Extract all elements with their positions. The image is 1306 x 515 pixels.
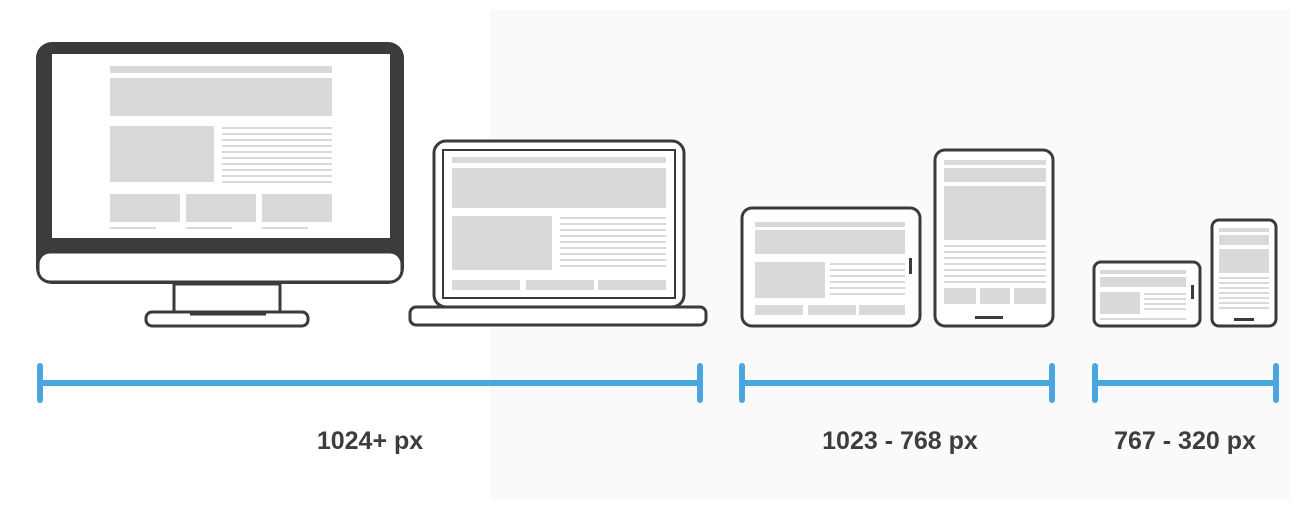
tablet-landscape-icon — [740, 206, 922, 328]
tablet-portrait-icon — [933, 148, 1055, 328]
monitor-neck — [172, 282, 282, 314]
laptop-text-lines — [560, 217, 666, 267]
monitor-page-mockup — [110, 66, 332, 222]
bracket-mobile — [1092, 363, 1279, 403]
monitor-base — [144, 310, 310, 328]
laptop-base — [408, 305, 708, 327]
phone-landscape-text-lines — [1100, 293, 1186, 320]
tablet-landscape-text-lines — [830, 263, 905, 295]
range-label-mobile: 767 - 320 px — [1114, 427, 1256, 455]
laptop-page-mockup — [452, 157, 666, 290]
phone-landscape-page-mockup — [1100, 270, 1186, 314]
tablet-landscape-page-mockup — [755, 222, 905, 315]
bracket-tablet — [739, 363, 1055, 403]
monitor-text-lines — [110, 127, 332, 229]
tablet-portrait-home-button — [975, 316, 1003, 319]
tablet-portrait-text-lines — [944, 245, 1046, 283]
bracket-desktop — [37, 363, 703, 403]
phone-landscape-home-button — [1191, 285, 1194, 299]
phone-landscape-icon — [1092, 260, 1202, 328]
tablet-portrait-page-mockup — [944, 160, 1046, 304]
laptop-icon — [408, 139, 708, 327]
monitor-chin — [36, 250, 404, 284]
range-label-tablet: 1023 - 768 px — [822, 427, 978, 455]
range-label-desktop: 1024+ px — [316, 427, 424, 455]
desktop-monitor-icon — [36, 42, 404, 328]
phone-portrait-icon — [1210, 218, 1278, 328]
tablet-landscape-home-button — [909, 258, 912, 274]
phone-portrait-home-button — [1234, 318, 1254, 321]
phone-portrait-page-mockup — [1219, 228, 1269, 273]
phone-portrait-text-lines — [1219, 277, 1269, 309]
